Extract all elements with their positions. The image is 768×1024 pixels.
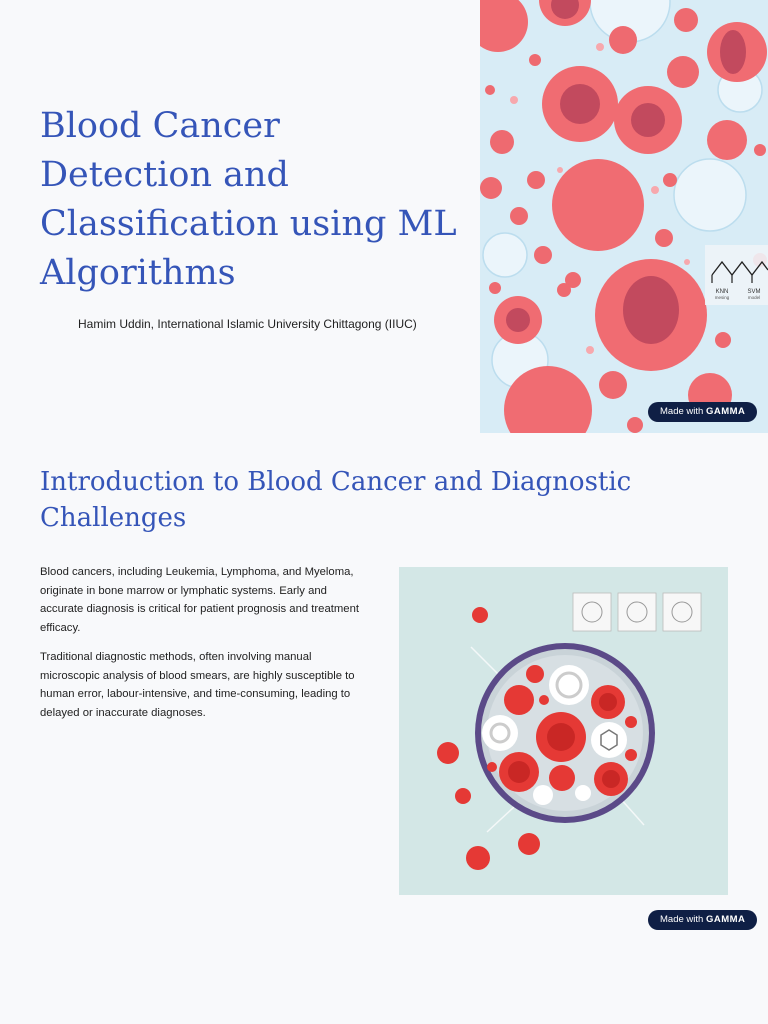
knn-label: KNN [716, 289, 729, 295]
blood-cells-cover-image: KNN mesing SVM model [480, 0, 768, 433]
badge-prefix: Made with [660, 406, 704, 417]
badge-prefix: Made with [660, 914, 704, 925]
svm-sublabel: model [748, 295, 760, 300]
made-with-gamma-badge[interactable]: Made with GAMMA [648, 402, 758, 422]
presentation-title: Blood Cancer Detection and Classificatio… [40, 106, 457, 293]
title-slide: Blood Cancer Detection and Classificatio… [0, 0, 768, 433]
knn-sublabel: mesing [715, 295, 730, 300]
blood-smear-illustration [399, 567, 728, 895]
slide-title: Introduction to Blood Cancer and Diagnos… [40, 467, 632, 533]
paragraph-diagnostic-challenges: Traditional diagnostic methods, often in… [40, 651, 355, 719]
gamma-logo-text: GAMMA [705, 406, 746, 417]
made-with-gamma-badge[interactable]: Made with GAMMA [648, 910, 758, 930]
paragraph-blood-cancer-overview: Blood cancers, including Leukemia, Lymph… [40, 566, 359, 634]
gamma-logo-text: GAMMA [705, 914, 746, 925]
author-line: Hamim Uddin, International Islamic Unive… [78, 317, 417, 331]
svm-label: SVM [747, 289, 760, 295]
